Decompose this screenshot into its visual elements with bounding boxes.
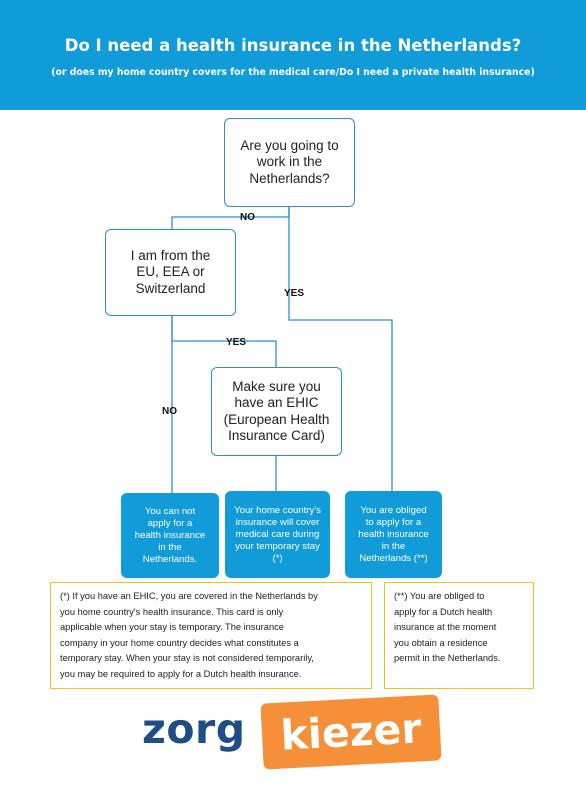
connector-eu-yes — [171, 315, 277, 368]
page-title: Do I need a health insurance in the Neth… — [64, 36, 522, 55]
label-no-eu: NO — [162, 406, 177, 417]
label-yes-work: YES — [284, 288, 305, 299]
question-work-box: Are you going to work in the Netherlands… — [224, 118, 355, 207]
outcome-home-insurance: Your home country's insurance will cover… — [225, 491, 330, 578]
footnote-residence: (**) You are obliged to apply for a Dutc… — [384, 582, 534, 689]
question-eu-box: I am from the EU, EEA or Switzerland — [105, 229, 236, 316]
connector-work-yes — [288, 206, 393, 491]
label-no-work: NO — [240, 212, 255, 223]
header-banner — [0, 0, 586, 110]
ehic-box: Make sure you have an EHIC (European Hea… — [211, 367, 342, 456]
connector-work-no — [171, 206, 290, 230]
label-yes-eu: YES — [226, 337, 247, 348]
footnote-ehic: (*) If you have an EHIC, you are covered… — [50, 582, 372, 689]
page-subtitle: (or does my home country covers for the … — [51, 67, 535, 78]
logo-text-kiezer: kiezer — [260, 694, 442, 770]
outcome-cannot-apply: You can not apply for a health insurance… — [121, 493, 219, 578]
logo-text-zorg: zorg — [142, 705, 246, 753]
outcome-obliged: You are obliged to apply for a health in… — [345, 491, 442, 578]
